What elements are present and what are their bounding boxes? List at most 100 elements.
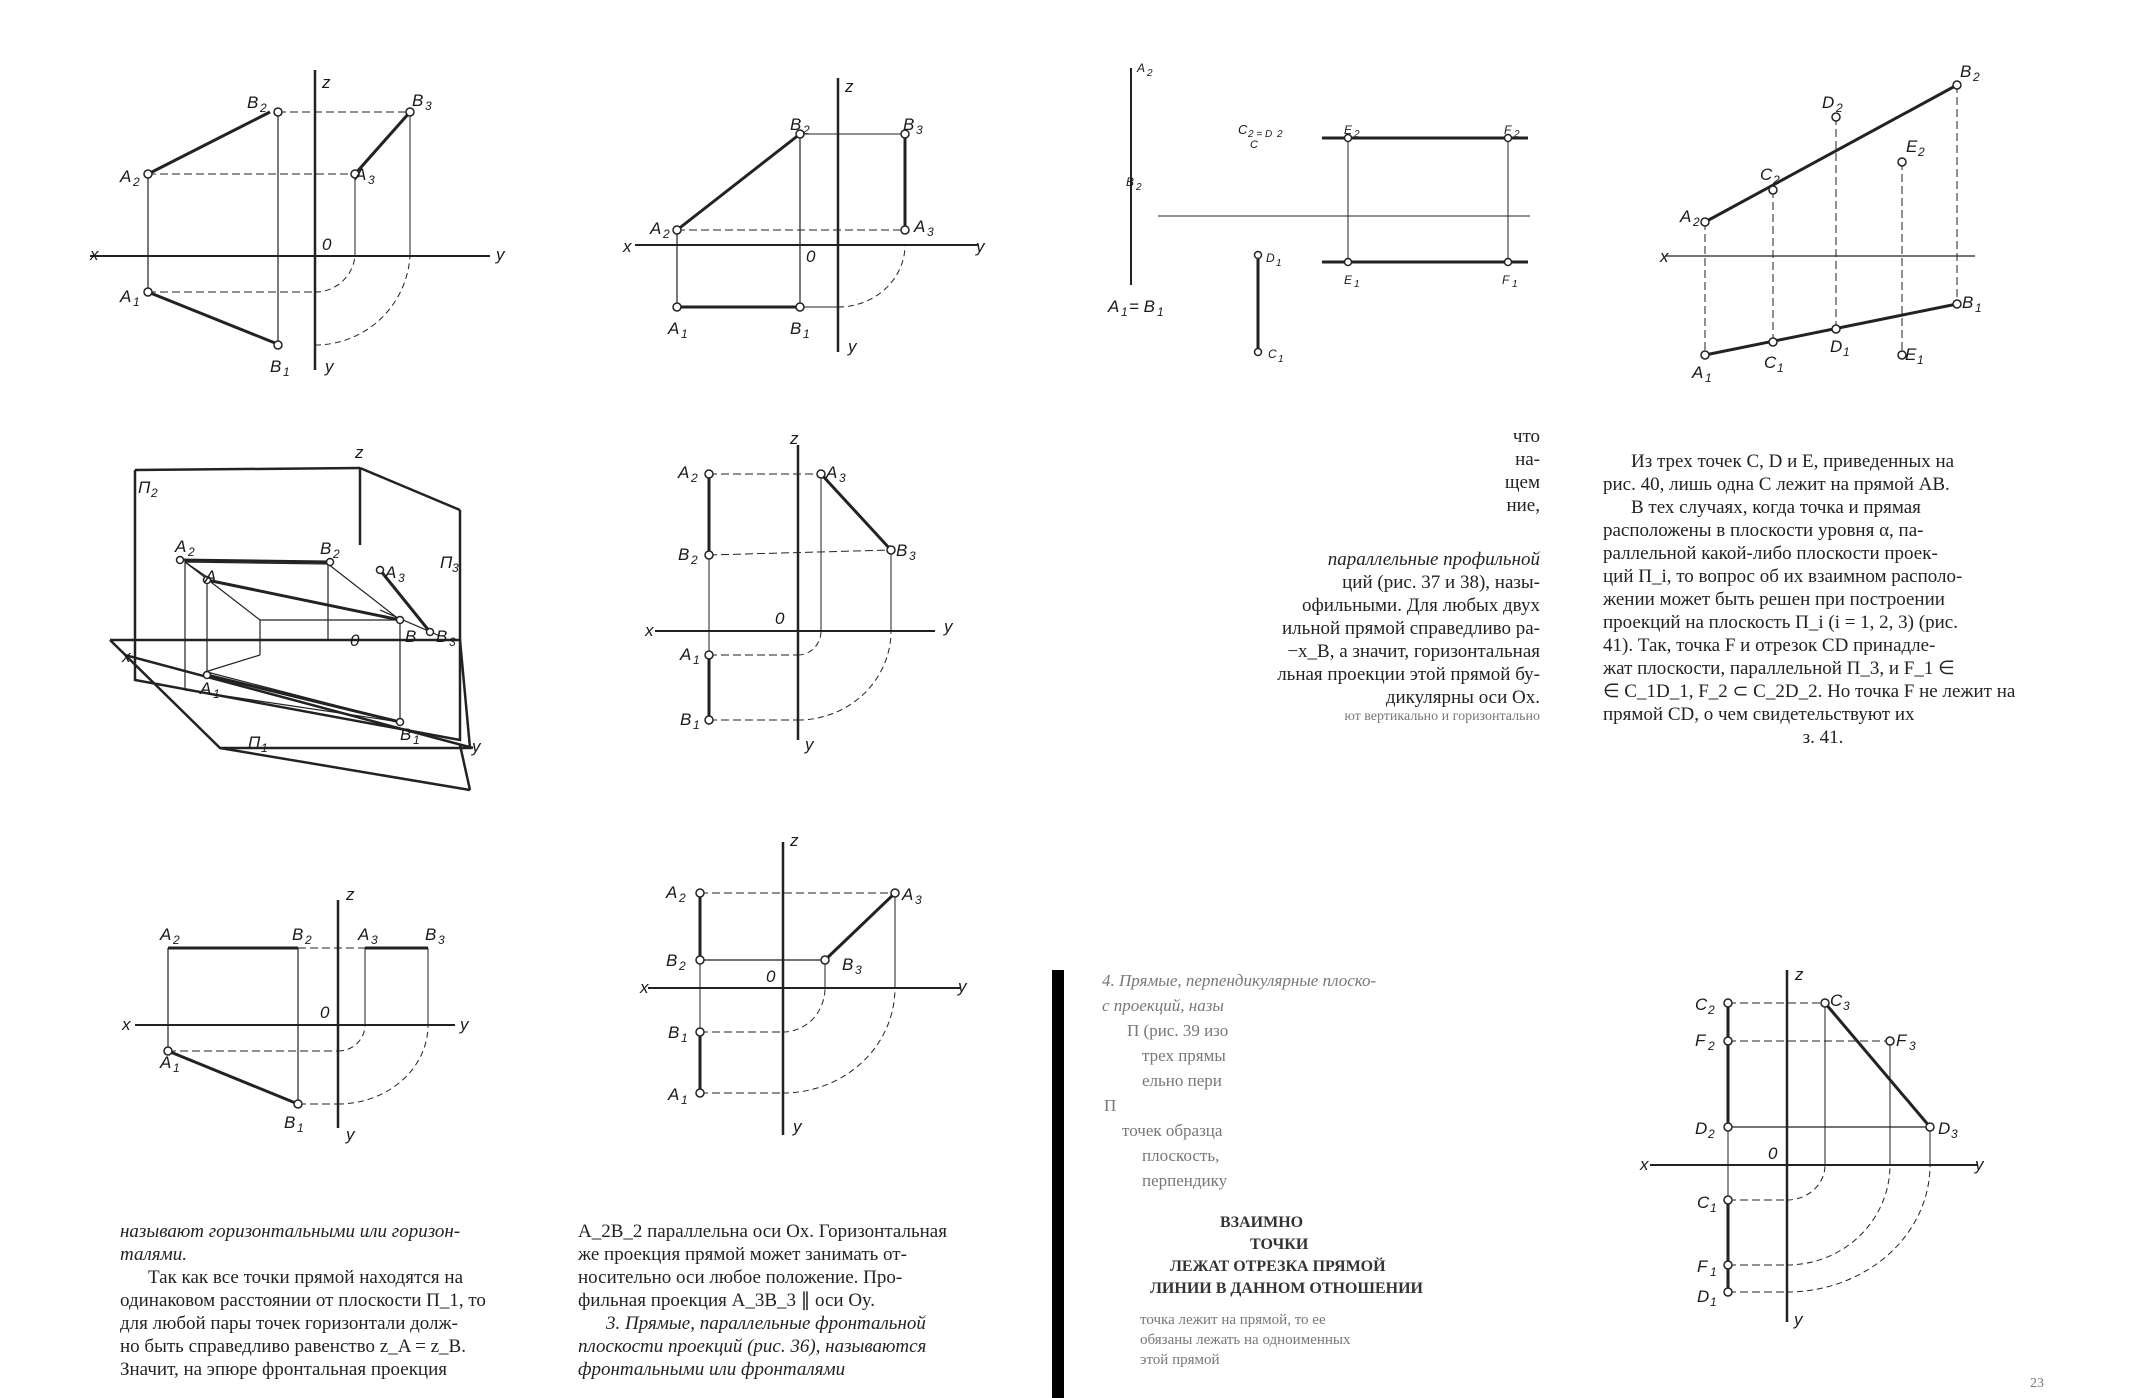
f9-c3-label: C — [1830, 991, 1843, 1010]
svg-text:2: 2 — [802, 123, 810, 137]
f3-c-label: C — [1250, 139, 1258, 151]
section-heading-sub: точка лежит на прямой, то ее обязаны леж… — [1140, 1312, 1351, 1368]
f7-b2-label: B — [292, 925, 303, 944]
f3-d1-label: D — [1266, 251, 1275, 265]
f9-f2-label: F — [1695, 1031, 1707, 1050]
f5-b3-label: B — [436, 627, 447, 646]
f5-a-label: A — [204, 567, 216, 586]
f8-a2-label: A — [665, 883, 677, 902]
svg-text:1: 1 — [1354, 279, 1360, 290]
f2-a2-label: A — [649, 219, 661, 238]
svg-text:1: 1 — [681, 1093, 688, 1107]
svg-text:2 = D: 2 = D — [1247, 129, 1272, 140]
f1-a1-label: A — [119, 287, 131, 306]
f9-origin-label: 0 — [1768, 1144, 1778, 1163]
mid-paragraph: параллельные профильной ций (рис. 37 и 3… — [1277, 549, 1540, 724]
svg-text:3: 3 — [839, 471, 846, 485]
svg-text:= B: = B — [1129, 297, 1155, 316]
f7-a1-label: A — [159, 1053, 171, 1072]
svg-text:2: 2 — [1513, 129, 1520, 140]
svg-text:1: 1 — [1278, 354, 1284, 365]
f3-c2d2-label: C — [1238, 122, 1248, 137]
bottom-left-paragraph: называют горизонтальными или горизон- та… — [120, 1221, 486, 1380]
svg-text:2: 2 — [690, 553, 698, 567]
svg-text:3: 3 — [368, 173, 375, 187]
f8-a1-label: A — [667, 1085, 679, 1104]
svg-text:2: 2 — [1692, 215, 1700, 229]
section-heading: ВЗАИМНО ТОЧКИ ЛЕЖАТ ОТРЕЗКА ПРЯМОЙ ЛИНИИ… — [1150, 1214, 1423, 1297]
f2-z-label: z — [844, 77, 854, 96]
f5-b-label: B — [405, 627, 416, 646]
svg-text:1: 1 — [297, 1121, 304, 1135]
svg-text:2: 2 — [678, 959, 686, 973]
f8-z-label: z — [789, 831, 799, 850]
svg-text:1: 1 — [803, 327, 810, 341]
svg-text:3: 3 — [398, 571, 405, 585]
svg-text:1: 1 — [283, 365, 290, 379]
svg-text:1: 1 — [1975, 301, 1982, 315]
f8-b2-label: B — [666, 951, 677, 970]
f5-y-label: y — [471, 737, 482, 756]
f1-b1-label: B — [270, 357, 281, 376]
f9-y-prime-label: y — [1793, 1310, 1804, 1329]
svg-text:2: 2 — [1353, 129, 1360, 140]
svg-text:2: 2 — [1707, 1039, 1715, 1053]
f4-e1-label: E — [1905, 345, 1917, 364]
f1-z-label: z — [321, 73, 331, 92]
svg-text:3: 3 — [916, 123, 923, 137]
svg-text:2: 2 — [1276, 129, 1283, 140]
svg-text:3: 3 — [449, 635, 456, 649]
f8-y-prime-label: y — [792, 1117, 803, 1136]
svg-text:1: 1 — [681, 1031, 688, 1045]
f5-p1-label: П — [248, 733, 261, 752]
svg-text:3: 3 — [425, 99, 432, 113]
svg-text:2: 2 — [259, 101, 267, 115]
svg-text:1: 1 — [1276, 258, 1282, 269]
f1-a3-label: A — [354, 165, 366, 184]
svg-text:2: 2 — [1707, 1003, 1715, 1017]
svg-text:1: 1 — [1512, 279, 1518, 290]
svg-text:1: 1 — [261, 741, 268, 755]
svg-text:1: 1 — [133, 295, 140, 309]
f8-b3-label: B — [842, 955, 853, 974]
f4-b2-label: B — [1960, 62, 1971, 81]
svg-text:2: 2 — [304, 933, 312, 947]
f1-a2-label: A — [119, 167, 131, 186]
f8-b1-label: B — [668, 1023, 679, 1042]
svg-text:3: 3 — [915, 893, 922, 907]
svg-text:3: 3 — [438, 933, 445, 947]
svg-text:1: 1 — [693, 653, 700, 667]
f1-y-prime-label: y — [324, 357, 335, 376]
bottom-middle-paragraph: A_2B_2 параллельна оси Ox. Горизонтальна… — [578, 1221, 947, 1380]
f5-b2-label: B — [320, 539, 331, 558]
f4-d1-label: D — [1830, 337, 1842, 356]
svg-text:2: 2 — [1972, 70, 1980, 84]
f4-b1-label: B — [1962, 293, 1973, 312]
f2-origin-label: 0 — [806, 247, 816, 266]
f2-x-label: x — [622, 237, 632, 256]
f9-d2-label: D — [1695, 1119, 1707, 1138]
svg-text:1: 1 — [1121, 305, 1128, 319]
f1-b3-label: B — [412, 91, 423, 110]
f5-a1-label: A — [199, 679, 211, 698]
f2-y-label: y — [975, 237, 986, 256]
svg-text:2: 2 — [662, 227, 670, 241]
svg-text:3: 3 — [927, 225, 934, 239]
svg-text:1: 1 — [1917, 353, 1924, 367]
svg-text:2: 2 — [1835, 101, 1843, 115]
svg-text:3: 3 — [1951, 1127, 1958, 1141]
page-gutter-bar — [1052, 970, 1064, 1398]
svg-text:3: 3 — [1909, 1039, 1916, 1053]
right-paragraph: Из трех точек C, D и E, приведенных на р… — [1603, 451, 2016, 748]
f4-a2-label: A — [1679, 207, 1691, 226]
page-number: 23 — [2030, 1376, 2044, 1391]
f4-c1-label: C — [1764, 353, 1777, 372]
mid-right-fragments: что на- щем ние, — [1504, 426, 1540, 516]
bottom-right-faded-paragraph: 4. Прямые, перпендикулярные плоско- с пр… — [1102, 971, 1377, 1190]
f8-x-label: x — [639, 978, 649, 997]
